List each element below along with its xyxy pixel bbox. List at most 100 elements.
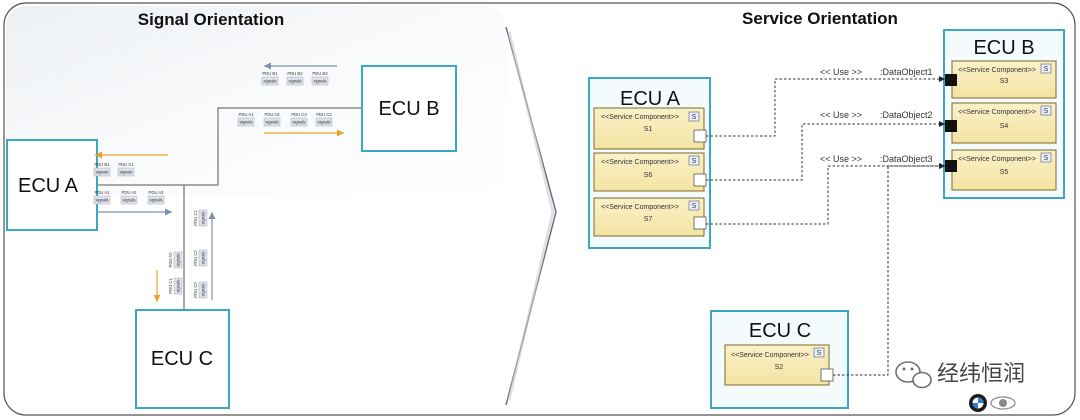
service-component-s7: <<Service Component>> S S7 xyxy=(593,197,707,237)
link-2-use: << Use >> xyxy=(820,110,862,120)
connector-s2-s5 xyxy=(833,163,945,376)
watermark-text: 经纬恒润 xyxy=(937,362,1025,387)
pdu-label: PDU B1 xyxy=(94,162,110,167)
signals-label: signals xyxy=(201,283,206,296)
component-icon-label: S xyxy=(692,158,697,165)
ecu-b-label: ECU B xyxy=(378,98,439,120)
connector-s6-s4 xyxy=(706,121,945,181)
service-component-s1: <<Service Component>> S S1 xyxy=(593,107,707,150)
signals-label: signals xyxy=(176,279,181,292)
component-icon-label: S xyxy=(692,114,697,121)
component-icon-label: S xyxy=(692,203,697,210)
pdu-label: PDU B2 xyxy=(287,71,303,76)
pdu-group-b-top: PDU B1 signals PDU B2 signals PDU B3 sig… xyxy=(261,71,329,86)
connector-s7-s5 xyxy=(706,163,945,225)
ecu-a-box xyxy=(6,139,98,231)
signals-label: signals xyxy=(313,79,326,84)
left-title: Signal Orientation xyxy=(138,10,284,29)
signals-label: signals xyxy=(201,211,206,224)
component-icon-label: S xyxy=(1044,108,1049,115)
pdu-group-c-left: PDU A2 signals PDU C1 signals xyxy=(168,251,183,295)
signals-label: signals xyxy=(95,198,108,203)
signals-label: signals xyxy=(292,120,305,125)
component-icon-label: S xyxy=(1044,155,1049,162)
pdu-label: PDU C1 xyxy=(193,210,198,226)
pdu-label: PDU C1 xyxy=(168,278,173,294)
provide-port xyxy=(693,129,707,143)
wechat-icon xyxy=(895,361,932,389)
right-title: Service Orientation xyxy=(742,9,898,28)
service-ecu-c-label: ECU C xyxy=(749,320,811,342)
ecu-c-box xyxy=(135,309,230,409)
pdu-group-a-in: PDU B1 signals PDU C1 signals xyxy=(93,162,134,177)
link-1-object: :DataObject1 xyxy=(880,67,933,77)
component-icon xyxy=(813,347,825,358)
pdu-label: PDU C3 xyxy=(193,282,198,298)
pdu-label: PDU C3 xyxy=(291,112,307,117)
pdu-label: PDU A3 xyxy=(265,112,281,117)
service-component-s3: <<Service Component>> S S3 xyxy=(945,60,1057,99)
watermark: 经纬恒润 xyxy=(895,361,1025,412)
pdu-label: PDU B1 xyxy=(262,71,278,76)
service-component-s5: <<Service Component>> S S5 xyxy=(945,149,1057,191)
link-1-use: << Use >> xyxy=(820,67,862,77)
component-icon-label: S xyxy=(817,350,822,357)
component-name: S2 xyxy=(775,364,784,371)
component-name: S1 xyxy=(644,126,653,133)
signals-label: signals xyxy=(288,79,301,84)
bmw-logo-icon xyxy=(969,394,987,412)
link-3-use: << Use >> xyxy=(820,154,862,164)
pdu-label: PDU A1 xyxy=(95,190,111,195)
component-stereotype: <<Service Component>> xyxy=(958,109,1036,116)
pdu-label: PDU C2 xyxy=(193,250,198,266)
component-name: S5 xyxy=(1000,169,1009,176)
component-icon xyxy=(688,155,700,166)
ecu-a-label: ECU A xyxy=(18,175,79,197)
component-name: S6 xyxy=(644,172,653,179)
signals-label: signals xyxy=(122,198,135,203)
service-ecu-a-label: ECU A xyxy=(620,88,681,110)
component-name: S4 xyxy=(1000,123,1009,130)
pdu-label: PDU C1 xyxy=(118,162,134,167)
signals-label: signals xyxy=(95,170,108,175)
component-name: S3 xyxy=(1000,78,1009,85)
pdu-label: PDU C2 xyxy=(316,112,332,117)
signals-label: signals xyxy=(265,120,278,125)
component-icon xyxy=(1040,152,1052,163)
component-icon xyxy=(1040,105,1052,116)
component-stereotype: <<Service Component>> xyxy=(601,204,679,211)
pdu-label: PDU A2 xyxy=(122,190,138,195)
service-ecu-b-label: ECU B xyxy=(973,37,1034,59)
signals-label: signals xyxy=(201,251,206,264)
pdu-group-c-right: PDU C1 signals PDU C2 signals PDU C3 sig… xyxy=(193,210,208,299)
signals-label: signals xyxy=(239,120,252,125)
chevron-shadow xyxy=(507,31,555,401)
signals-label: signals xyxy=(176,253,181,266)
component-stereotype: <<Service Component>> xyxy=(601,159,679,166)
component-stereotype: <<Service Component>> xyxy=(731,352,809,359)
pdu-label: PDU B3 xyxy=(312,71,328,76)
component-stereotype: <<Service Component>> xyxy=(958,67,1036,74)
link-3-object: :DataObject3 xyxy=(880,154,933,164)
ecu-b-box xyxy=(361,65,457,152)
require-port xyxy=(945,160,957,172)
provide-port xyxy=(820,368,834,382)
require-port xyxy=(945,120,957,132)
pdu-label: PDU A3 xyxy=(149,190,165,195)
component-icon xyxy=(688,111,700,122)
bus-a-b xyxy=(97,107,362,186)
component-stereotype: <<Service Component>> xyxy=(958,156,1036,163)
signals-label: signals xyxy=(149,198,162,203)
pdu-group-a-out: PDU A1 signals PDU A2 signals PDU A3 sig… xyxy=(93,190,165,205)
service-component-s4: <<Service Component>> S S4 xyxy=(945,102,1057,144)
ecu-c-label: ECU C xyxy=(151,348,213,370)
require-port xyxy=(945,74,957,86)
pdu-label: PDU A2 xyxy=(168,252,173,268)
provide-port xyxy=(693,173,707,187)
service-component-s2: <<Service Component>> S S2 xyxy=(724,344,834,386)
component-icon xyxy=(1040,63,1052,74)
signals-label: signals xyxy=(119,170,132,175)
component-icon xyxy=(688,200,700,211)
pdu-label: PDU A1 xyxy=(239,112,255,117)
